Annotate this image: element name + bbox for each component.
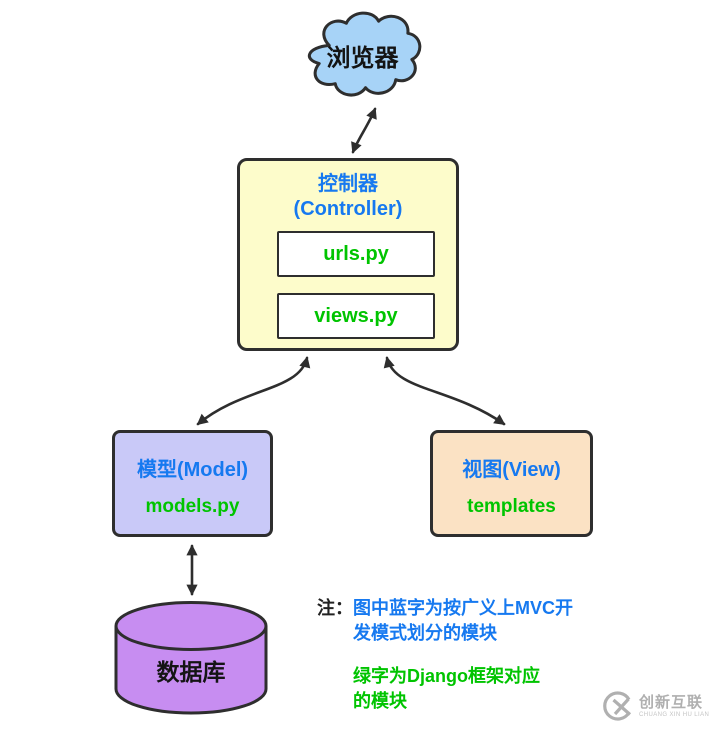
view-title: 视图(View) [462,459,561,481]
note-green-line-2: 的模块 [353,691,407,711]
watermark-logo-icon [603,691,632,721]
model-title: 模型(Model) [136,459,249,481]
watermark-text: 创新互联 CHUANG XIN HU LIAN [639,693,710,718]
browser-node: 浏览器 [299,9,426,106]
note-lines: 图中蓝字为按广义上MVC开 发模式划分的模块 绿字为Django框架对应 的模块 [353,596,573,714]
arrow-controller-view [383,356,506,426]
cloud-icon [307,11,422,97]
views-py-label: views.py [314,304,398,327]
note-green-line-1: 绿字为Django框架对应 [353,666,540,686]
controller-title-zh: 控制器 [318,173,378,195]
database-node: 数据库 [113,599,269,717]
view-file-label: templates [467,496,556,517]
note-prefix: 注： [317,598,353,618]
controller-node: 控制器 (Controller) urls.py views.py [237,158,459,351]
urls-py-label: urls.py [323,242,389,265]
note-blue-line-1: 图中蓝字为按广义上MVC开 [353,598,573,618]
database-label: 数据库 [156,659,226,685]
controller-title-en: (Controller) [293,198,403,220]
watermark-subtitle: CHUANG XIN HU LIAN [639,711,710,718]
watermark: 创新互联 CHUANG XIN HU LIAN [602,690,709,722]
view-node: 视图(View) templates [430,430,593,537]
model-node: 模型(Model) models.py [112,430,273,537]
views-py-box: views.py [277,293,435,339]
arrow-browser-controller [351,107,377,154]
model-file-label: models.py [145,496,240,517]
browser-label: 浏览器 [326,45,399,72]
arrow-controller-model [196,356,311,426]
note-block: 注： 图中蓝字为按广义上MVC开 发模式划分的模块 绿字为Django框架对应 … [317,596,573,714]
urls-py-box: urls.py [277,231,435,277]
database-cylinder-icon [114,601,268,715]
watermark-name: 创新互联 [639,693,704,711]
note-blue-line-2: 发模式划分的模块 [353,623,497,643]
note-spacer [353,646,573,664]
